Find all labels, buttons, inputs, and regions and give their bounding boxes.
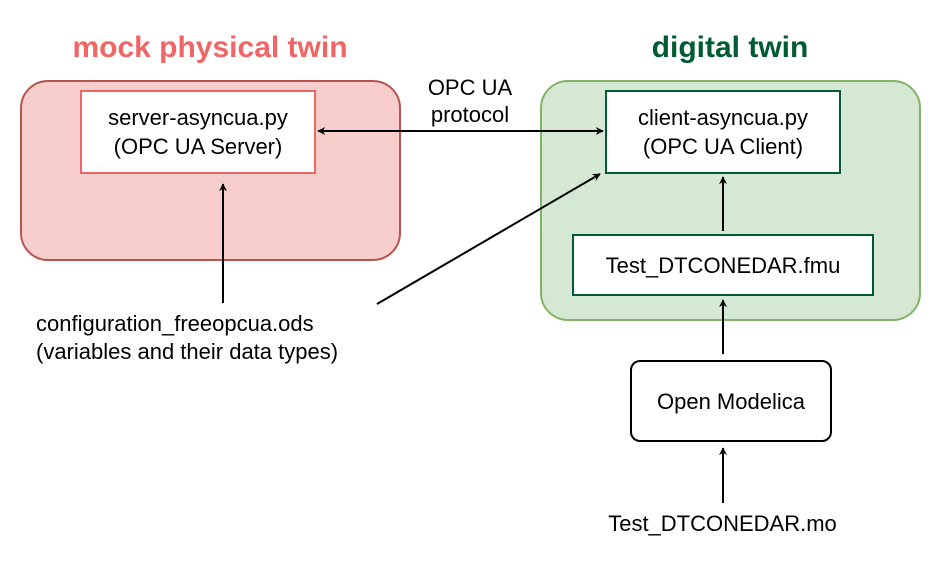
server-role: (OPC UA Server)	[113, 134, 283, 159]
client-node: client-asyncua.py (OPC UA Client)	[605, 90, 841, 174]
config-filename: configuration_freeopcua.ods	[36, 311, 314, 336]
client-role: (OPC UA Client)	[642, 134, 804, 159]
protocol-line-1: OPC UA	[427, 75, 513, 100]
source-file-label: Test_DTCONEDAR.mo	[608, 511, 837, 536]
fmu-node: Test_DTCONEDAR.fmu	[572, 234, 874, 296]
config-to-client-arrow	[376, 173, 601, 305]
server-name: server-asyncua.py	[108, 105, 288, 130]
protocol-line-2: protocol	[430, 102, 510, 127]
modelica-node: Open Modelica	[630, 360, 832, 442]
config-label: configuration_freeopcua.ods (variables a…	[36, 310, 338, 366]
client-name: client-asyncua.py	[638, 105, 808, 130]
digital-twin-title: digital twin	[651, 31, 809, 64]
config-description: (variables and their data types)	[36, 339, 339, 364]
modelica-label: Open Modelica	[657, 388, 805, 414]
physical-twin-title: mock physical twin	[72, 31, 348, 64]
fmu-label: Test_DTCONEDAR.fmu	[605, 252, 841, 278]
server-node: server-asyncua.py (OPC UA Server)	[80, 90, 316, 174]
protocol-label: OPC UA protocol	[400, 74, 540, 128]
